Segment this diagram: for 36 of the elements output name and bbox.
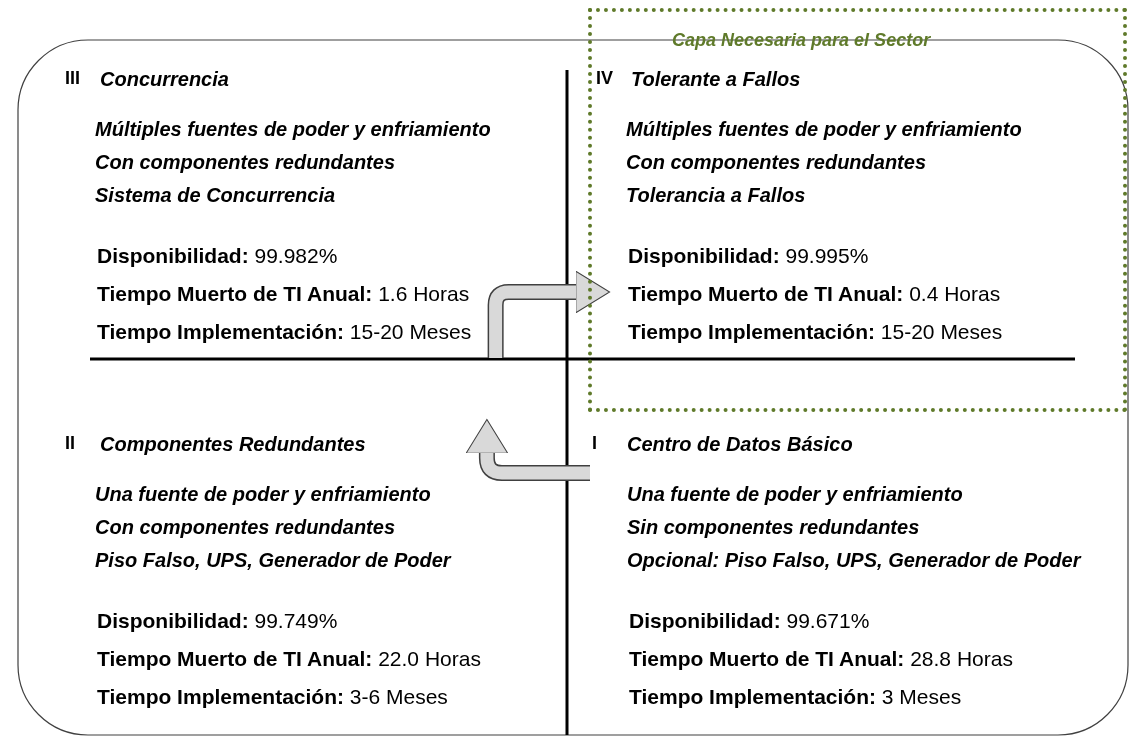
metric-line: Disponibilidad: 99.995% xyxy=(628,244,869,268)
feature-line: Con componentes redundantes xyxy=(95,516,396,539)
metric-line: Tiempo Muerto de TI Anual: 1.6 Horas xyxy=(97,282,470,306)
metric-line: Tiempo Muerto de TI Anual: 0.4 Horas xyxy=(628,282,1001,306)
dotted-region xyxy=(588,8,1127,412)
metric-line: Tiempo Implementación: 3-6 Meses xyxy=(97,685,448,709)
feature-line: Una fuente de poder y enfriamiento xyxy=(95,483,431,506)
quadrant-number: II xyxy=(65,433,75,454)
quadrant-title: Centro de Datos Básico xyxy=(627,433,853,456)
metric-line: Tiempo Implementación: 15-20 Meses xyxy=(628,320,1003,344)
feature-line: Con componentes redundantes xyxy=(95,151,396,174)
block-arrow xyxy=(487,270,611,358)
feature-line: Sistema de Concurrencia xyxy=(95,184,336,207)
block-arrow xyxy=(465,418,590,481)
region-title: Capa Necesaria para el Sector xyxy=(672,30,931,51)
quadrant-number: IV xyxy=(596,68,613,89)
feature-line: Sin componentes redundantes xyxy=(627,516,920,539)
feature-line: Múltiples fuentes de poder y enfriamiento xyxy=(626,118,1022,141)
quadrant-number: III xyxy=(65,68,80,89)
metric-line: Tiempo Implementación: 3 Meses xyxy=(629,685,962,709)
metric-line: Disponibilidad: 99.749% xyxy=(97,609,338,633)
feature-line: Tolerancia a Fallos xyxy=(626,184,806,207)
feature-line: Múltiples fuentes de poder y enfriamiento xyxy=(95,118,491,141)
metric-line: Tiempo Implementación: 15-20 Meses xyxy=(97,320,472,344)
metric-line: Disponibilidad: 99.982% xyxy=(97,244,338,268)
quadrant-title: Concurrencia xyxy=(100,68,229,91)
metric-line: Tiempo Muerto de TI Anual: 22.0 Horas xyxy=(97,647,481,671)
quadrant-number: I xyxy=(592,433,597,454)
quadrant-title: Componentes Redundantes xyxy=(100,433,366,456)
feature-line: Con componentes redundantes xyxy=(626,151,927,174)
quadrant-title: Tolerante a Fallos xyxy=(631,68,801,91)
metric-line: Disponibilidad: 99.671% xyxy=(629,609,870,633)
feature-line: Piso Falso, UPS, Generador de Poder xyxy=(95,549,451,572)
feature-line: Una fuente de poder y enfriamiento xyxy=(627,483,963,506)
metric-line: Tiempo Muerto de TI Anual: 28.8 Horas xyxy=(629,647,1013,671)
feature-line: Opcional: Piso Falso, UPS, Generador de Poder xyxy=(627,549,1081,572)
